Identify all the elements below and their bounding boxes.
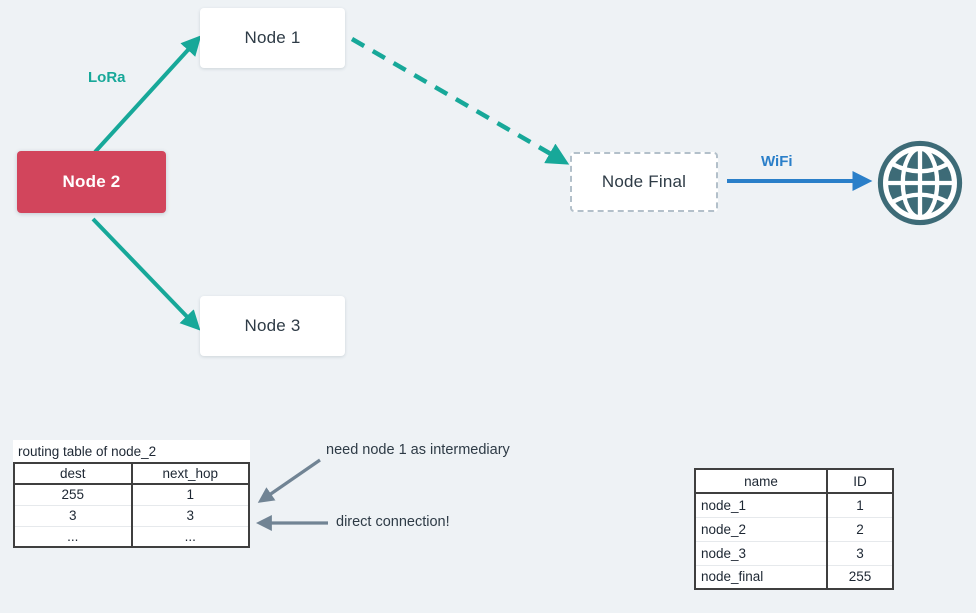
id-table-row[interactable]: node_3 3 <box>694 540 894 566</box>
routing-table-row[interactable]: 255 1 <box>13 483 250 506</box>
id-table-row[interactable]: node_2 2 <box>694 516 894 542</box>
id-table-header-id: ID <box>826 468 894 494</box>
node-box-node1[interactable]: Node 1 <box>200 8 345 68</box>
routing-table-title-row: routing table of node_2 <box>14 440 249 464</box>
routing-cell-dest: 255 <box>13 483 133 506</box>
routing-table-row[interactable]: ... ... <box>13 525 250 548</box>
id-cell-name: node_1 <box>694 492 828 518</box>
routing-cell-dest: 3 <box>13 504 133 527</box>
id-cell-id: 255 <box>826 564 894 590</box>
edge-label-lora: LoRa <box>88 69 126 86</box>
edge-node2-to-node1 <box>93 35 202 154</box>
routing-cell-dest: ... <box>13 525 133 548</box>
id-cell-name: node_3 <box>694 540 828 566</box>
routing-cell-nexthop: 3 <box>131 504 250 527</box>
id-table-row[interactable]: node_final 255 <box>694 564 894 590</box>
routing-table-row[interactable]: 3 3 <box>13 504 250 527</box>
id-table-row[interactable]: node_1 1 <box>694 492 894 518</box>
node-label: Node 2 <box>62 172 121 191</box>
id-cell-name: node_final <box>694 564 828 590</box>
id-cell-id: 3 <box>826 540 894 566</box>
node-label: Node 3 <box>244 316 301 335</box>
edge-label-wifi: WiFi <box>761 153 793 170</box>
node-box-node3[interactable]: Node 3 <box>200 296 345 356</box>
node-label: Node 1 <box>244 28 301 47</box>
node-box-node2[interactable]: Node 2 <box>17 151 166 213</box>
edge-node1-to-nodefinal <box>350 37 570 165</box>
annotation-arrow-intermediary <box>257 458 321 503</box>
routing-cell-nexthop: 1 <box>131 483 250 506</box>
id-table-header-row: name ID <box>694 468 894 494</box>
annotation-direct: direct connection! <box>336 514 450 530</box>
id-cell-name: node_2 <box>694 516 828 542</box>
id-cell-id: 2 <box>826 516 894 542</box>
routing-cell-nexthop: ... <box>131 525 250 548</box>
globe-icon <box>877 140 963 226</box>
routing-table-title: routing table of node_2 <box>14 440 249 464</box>
routing-table[interactable]: routing table of node_2 dest next_hop 25… <box>13 440 250 548</box>
routing-table-header-nexthop: next_hop <box>131 462 250 485</box>
edge-node2-to-node3 <box>91 217 201 331</box>
routing-table-header-row: dest next_hop <box>13 462 250 485</box>
routing-table-header-dest: dest <box>13 462 133 485</box>
node-id-table[interactable]: name ID node_1 1 node_2 2 node_3 3 node_… <box>694 468 894 590</box>
annotation-intermediary: need node 1 as intermediary <box>326 442 510 458</box>
id-cell-id: 1 <box>826 492 894 518</box>
node-box-nodefinal[interactable]: Node Final <box>570 152 718 212</box>
id-table-header-name: name <box>694 468 828 494</box>
node-label: Node Final <box>601 172 687 191</box>
